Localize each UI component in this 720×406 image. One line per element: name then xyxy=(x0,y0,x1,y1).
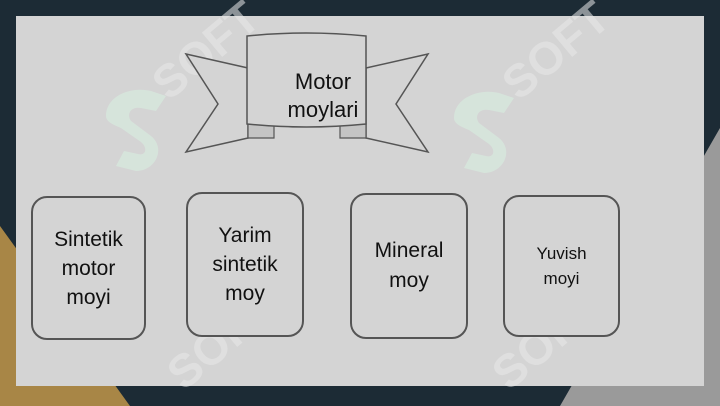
category-label: Yuvish moyi xyxy=(536,244,587,288)
category-box-flushing: Yuvish moyi xyxy=(503,195,620,337)
watermark-logo-icon xyxy=(106,89,166,171)
category-label: Mineral moy xyxy=(374,239,444,292)
category-box-semi-synthetic: Yarim sintetik moy xyxy=(186,192,304,337)
diagram-title: Motor moylari xyxy=(287,69,359,122)
watermark-logo-icon xyxy=(454,91,514,173)
category-label: Sintetik motor moyi xyxy=(54,227,123,309)
title-ribbon xyxy=(184,32,430,154)
category-label: Yarim sintetik moy xyxy=(212,224,278,305)
category-box-synthetic: Sintetik motor moyi xyxy=(31,196,146,340)
category-box-mineral: Mineral moy xyxy=(350,193,468,339)
slide-canvas: SOFT SOFT SOFT SOFT Motor moylari Sintet… xyxy=(16,0,704,399)
